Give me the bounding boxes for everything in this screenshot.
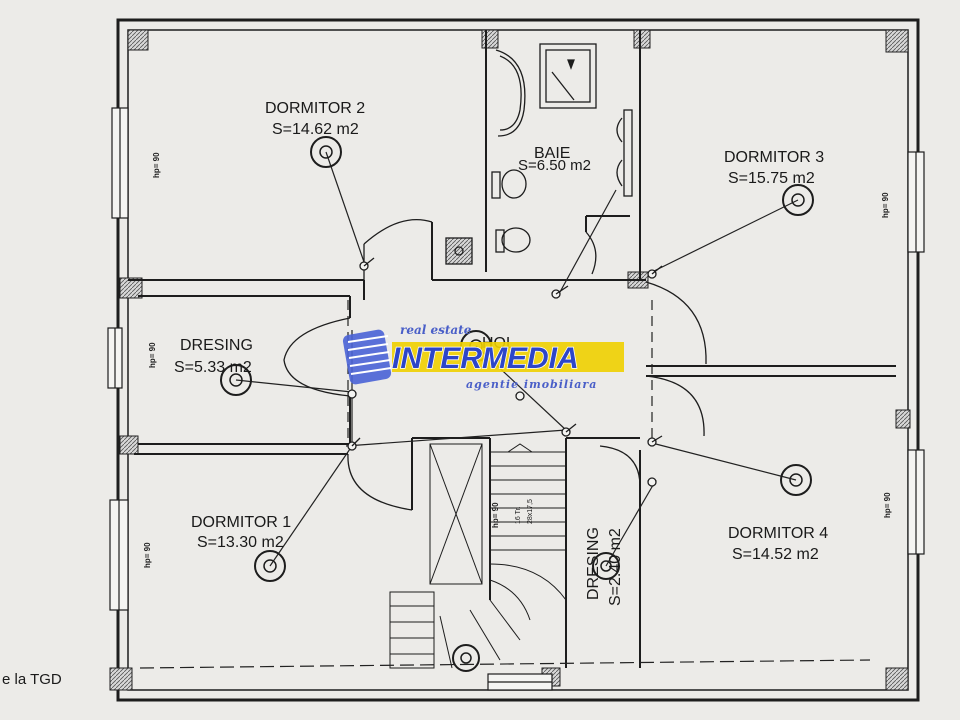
- logo-tagline-bottom: agentie imobiliara: [466, 378, 597, 391]
- room-name-dormitor-2: DORMITOR 2: [265, 100, 365, 117]
- room-name-dormitor-3: DORMITOR 3: [724, 149, 824, 166]
- staircase: [389, 443, 567, 669]
- hp-label-dormitor-4: hp= 90: [883, 492, 892, 518]
- room-area-dresing-2: S=2.40 m2: [607, 528, 624, 606]
- stair-labels: 16 Tr. 28x17,5: [515, 499, 534, 524]
- hp-label-dormitor-1: hp= 90: [143, 542, 152, 568]
- switches: [347, 257, 663, 487]
- height-labels: hp= 90 hp= 90 hp= 90 hp= 90 hp= 90 hp= 9…: [143, 152, 892, 568]
- logo-tagline-top: real estate: [400, 323, 472, 337]
- windows: [107, 107, 925, 691]
- stair-steps-label: 16 Tr.: [515, 506, 522, 524]
- room-name-baie: BAIE: [534, 145, 570, 162]
- hp-label-dormitor-3: hp= 90: [881, 192, 890, 218]
- logo-emblem-icon: [342, 329, 392, 385]
- room-area-dormitor-2: S=14.62 m2: [272, 121, 359, 138]
- room-area-dresing-1: S=5.33 m2: [174, 359, 252, 376]
- logo-wordmark: INTERMEDIA: [392, 342, 579, 375]
- tgd-note: e la TGD: [2, 671, 62, 688]
- hp-label-dresing-1: hp= 90: [148, 342, 157, 368]
- hp-label-dormitor-2: hp= 90: [152, 152, 161, 178]
- room-name-dormitor-4: DORMITOR 4: [728, 525, 828, 542]
- intermedia-logo: real estate INTERMEDIA agentie imobiliar…: [342, 323, 624, 391]
- room-area-dormitor-4: S=14.52 m2: [732, 546, 819, 563]
- room-area-dormitor-1: S=13.30 m2: [197, 534, 284, 551]
- stair-size-label: 28x17,5: [527, 499, 534, 524]
- room-name-dresing-1: DRESING: [180, 337, 253, 354]
- doors: [283, 218, 707, 511]
- light-fixtures: [220, 136, 814, 672]
- hp-label-staircase: hp= 90: [491, 502, 500, 528]
- pillars: [109, 29, 911, 691]
- room-name-dresing-2: DRESING: [585, 527, 602, 600]
- room-name-dormitor-1: DORMITOR 1: [191, 514, 291, 531]
- room-area-baie: S=6.50 m2: [518, 157, 591, 174]
- room-area-dormitor-3: S=15.75 m2: [728, 170, 815, 187]
- interior-walls: [128, 30, 896, 668]
- bathroom-fixtures: [445, 43, 633, 265]
